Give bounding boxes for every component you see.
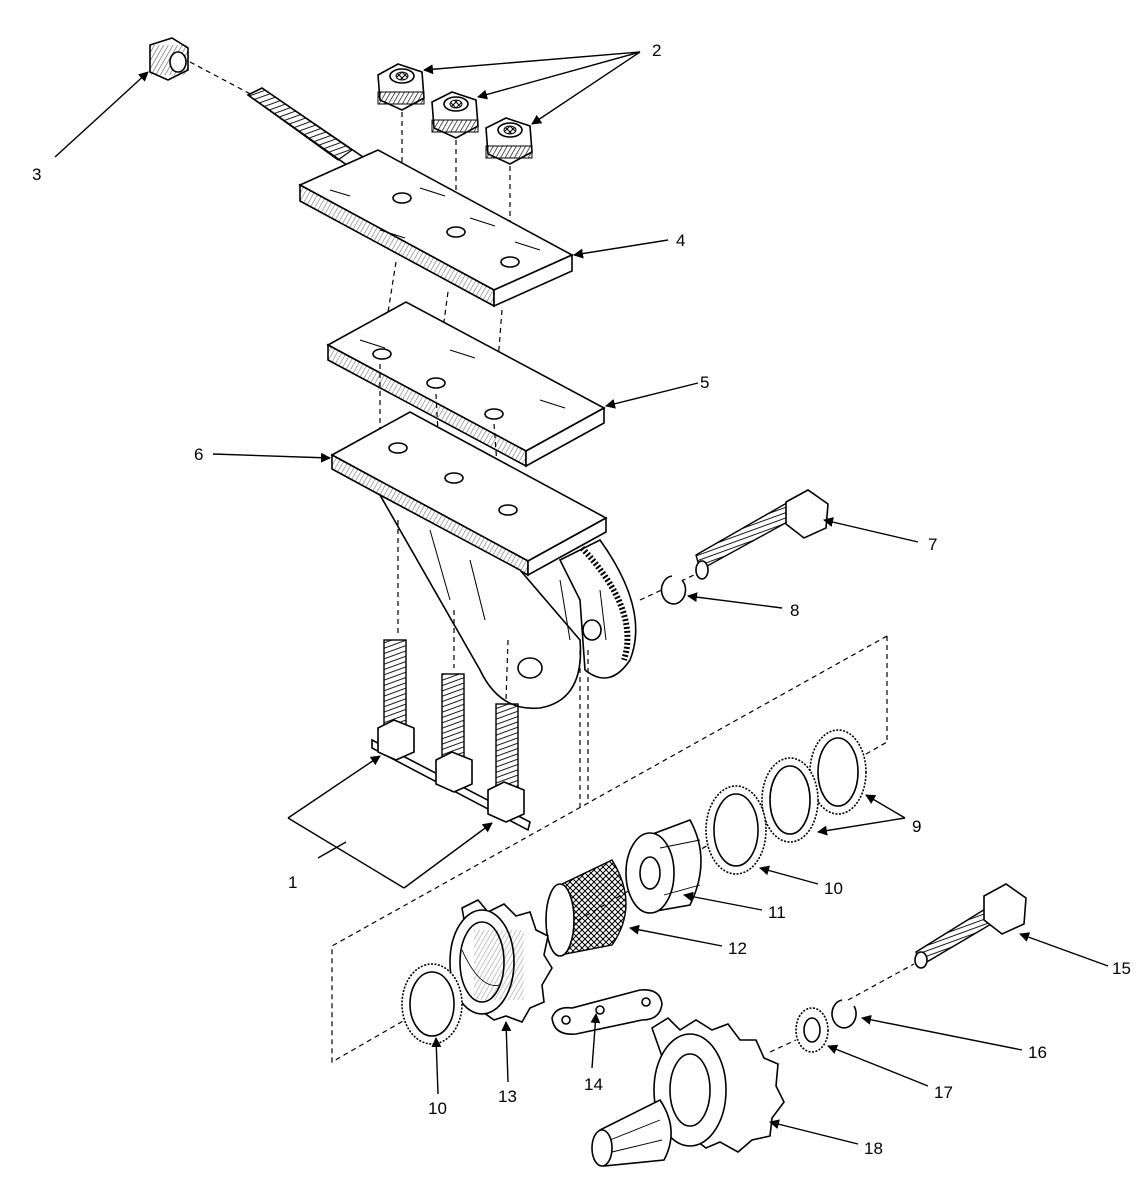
washer-10a xyxy=(705,785,767,875)
callout-12: 12 xyxy=(728,939,747,958)
callout-10-lower: 10 xyxy=(428,1099,447,1118)
snap-ring-8 xyxy=(660,575,687,605)
callout-14: 14 xyxy=(584,1075,603,1094)
sprocket-13 xyxy=(449,899,553,1023)
hex-bolt-15 xyxy=(914,883,1027,969)
flange-nut-2b xyxy=(431,91,479,139)
washer-9 xyxy=(761,729,867,843)
callout-1: 1 xyxy=(288,873,297,892)
flange-nut-2c xyxy=(485,117,533,165)
leader-lines xyxy=(54,51,1109,1145)
chain-link-14 xyxy=(551,988,663,1035)
snap-ring-16 xyxy=(831,999,857,1029)
callout-7: 7 xyxy=(928,535,937,554)
sprocket-18 xyxy=(591,1016,785,1167)
callout-9: 9 xyxy=(912,817,921,836)
washer-17 xyxy=(795,1007,829,1053)
hex-bolt-7 xyxy=(695,489,829,580)
callout-11: 11 xyxy=(768,903,786,922)
callout-16: 16 xyxy=(1028,1043,1047,1062)
needle-bearing-12 xyxy=(545,859,627,957)
callout-3: 3 xyxy=(32,165,41,184)
callout-10-upper: 10 xyxy=(824,879,843,898)
callout-2: 2 xyxy=(652,41,661,60)
bracket-6 xyxy=(330,411,637,710)
callout-17: 17 xyxy=(934,1083,953,1102)
sleeve-11 xyxy=(625,819,702,914)
plate-4 xyxy=(298,149,574,308)
plate-5 xyxy=(326,301,606,468)
washer-10b xyxy=(401,963,463,1045)
callout-6: 6 xyxy=(194,445,203,464)
callout-13: 13 xyxy=(498,1087,517,1106)
callout-18: 18 xyxy=(864,1139,883,1158)
callout-8: 8 xyxy=(790,601,799,620)
callout-5: 5 xyxy=(700,373,709,392)
callout-15: 15 xyxy=(1112,959,1131,978)
cap-screws-1 xyxy=(371,639,531,832)
nut-3 xyxy=(149,37,189,81)
flange-nut-2a xyxy=(377,63,425,111)
callout-4: 4 xyxy=(676,231,685,250)
